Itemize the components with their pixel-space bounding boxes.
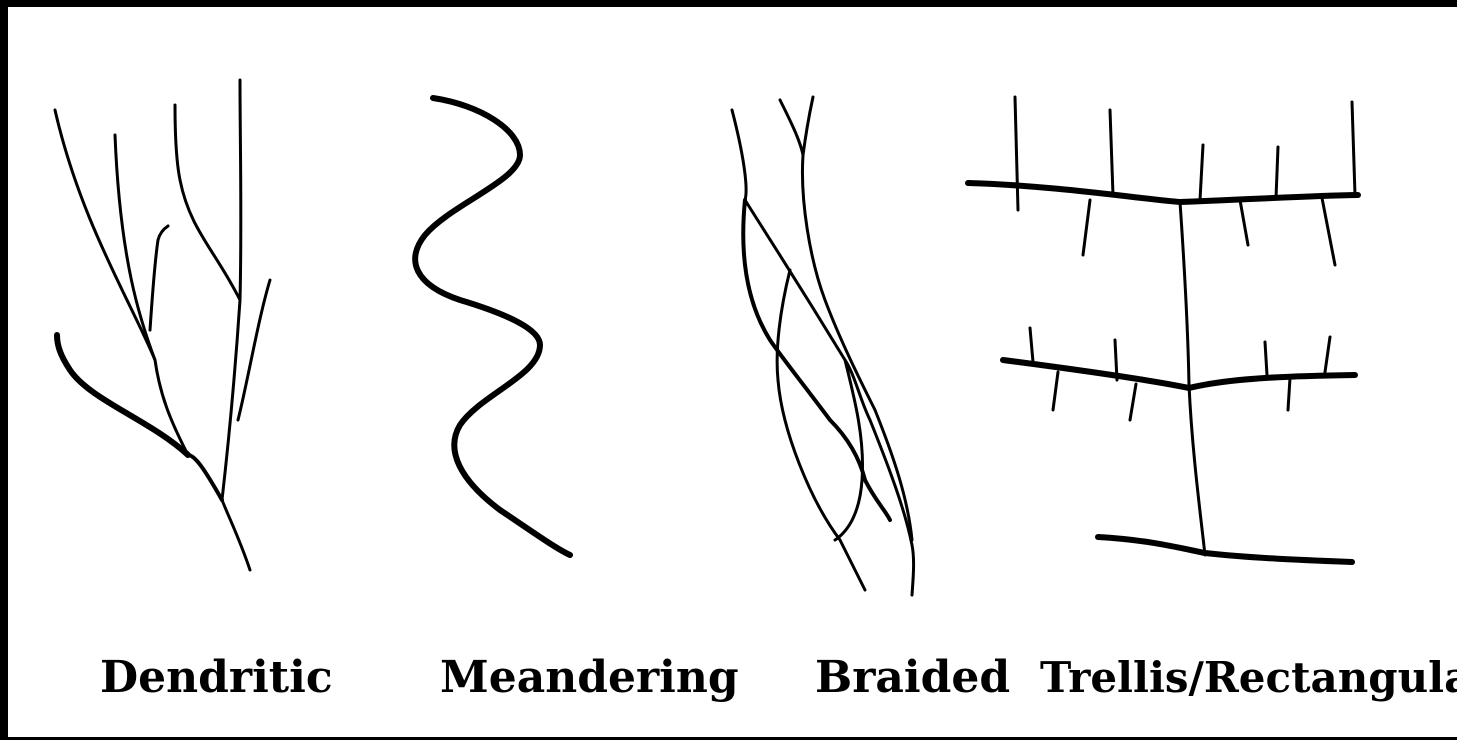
label-meandering: Meandering <box>440 652 739 703</box>
dendritic-pattern <box>53 78 272 572</box>
label-dendritic: Dendritic <box>100 652 333 703</box>
label-trellis-rectangular: Trellis/Rectangular <box>1040 653 1457 702</box>
braided-pattern <box>730 95 916 597</box>
label-braided: Braided <box>815 652 1011 703</box>
meandering-pattern <box>412 95 573 558</box>
trellis-pattern <box>965 95 1361 565</box>
